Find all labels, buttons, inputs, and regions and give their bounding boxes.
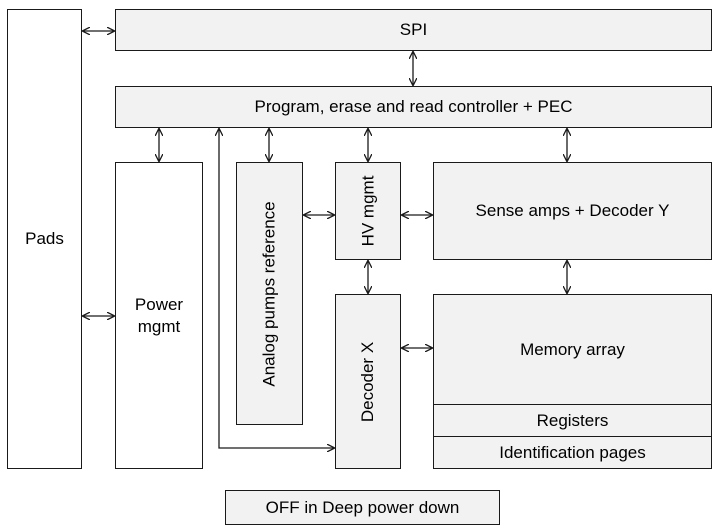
decoder-x-label: Decoder X — [358, 341, 378, 422]
spi-label: SPI — [399, 20, 428, 39]
deep-power-down-label: OFF in Deep power down — [265, 497, 460, 517]
power-mgmt-block: Power mgmt — [115, 162, 203, 469]
sense-amps-block: Sense amps + Decoder Y — [433, 162, 712, 260]
power-mgmt-label-line2: mgmt — [137, 316, 181, 336]
analog-pumps-block: Analog pumps reference — [236, 162, 303, 425]
controller-block: Program, erase and read controller + PEC — [115, 86, 712, 128]
pads-block: Pads — [7, 9, 82, 469]
decoder-x-block: Decoder X — [335, 294, 401, 469]
analog-pumps-label: Analog pumps reference — [259, 200, 279, 387]
hv-mgmt-block: HV mgmt — [335, 162, 401, 260]
registers-block: Registers — [433, 404, 712, 437]
spi-block: SPI — [115, 9, 712, 51]
identification-pages-label: Identification pages — [499, 442, 646, 462]
memory-array-label: Memory array — [520, 339, 625, 359]
sense-amps-label: Sense amps + Decoder Y — [475, 201, 670, 220]
identification-pages-block: Identification pages — [433, 436, 712, 469]
controller-label: Program, erase and read controller + PEC — [254, 97, 573, 116]
pads-label: Pads — [25, 229, 64, 248]
hv-mgmt-label: HV mgmt — [358, 175, 377, 247]
power-mgmt-label-line1: Power — [134, 294, 184, 314]
registers-label: Registers — [536, 410, 609, 430]
deep-power-down-legend: OFF in Deep power down — [225, 490, 500, 525]
memory-array-block: Memory array — [433, 294, 712, 405]
